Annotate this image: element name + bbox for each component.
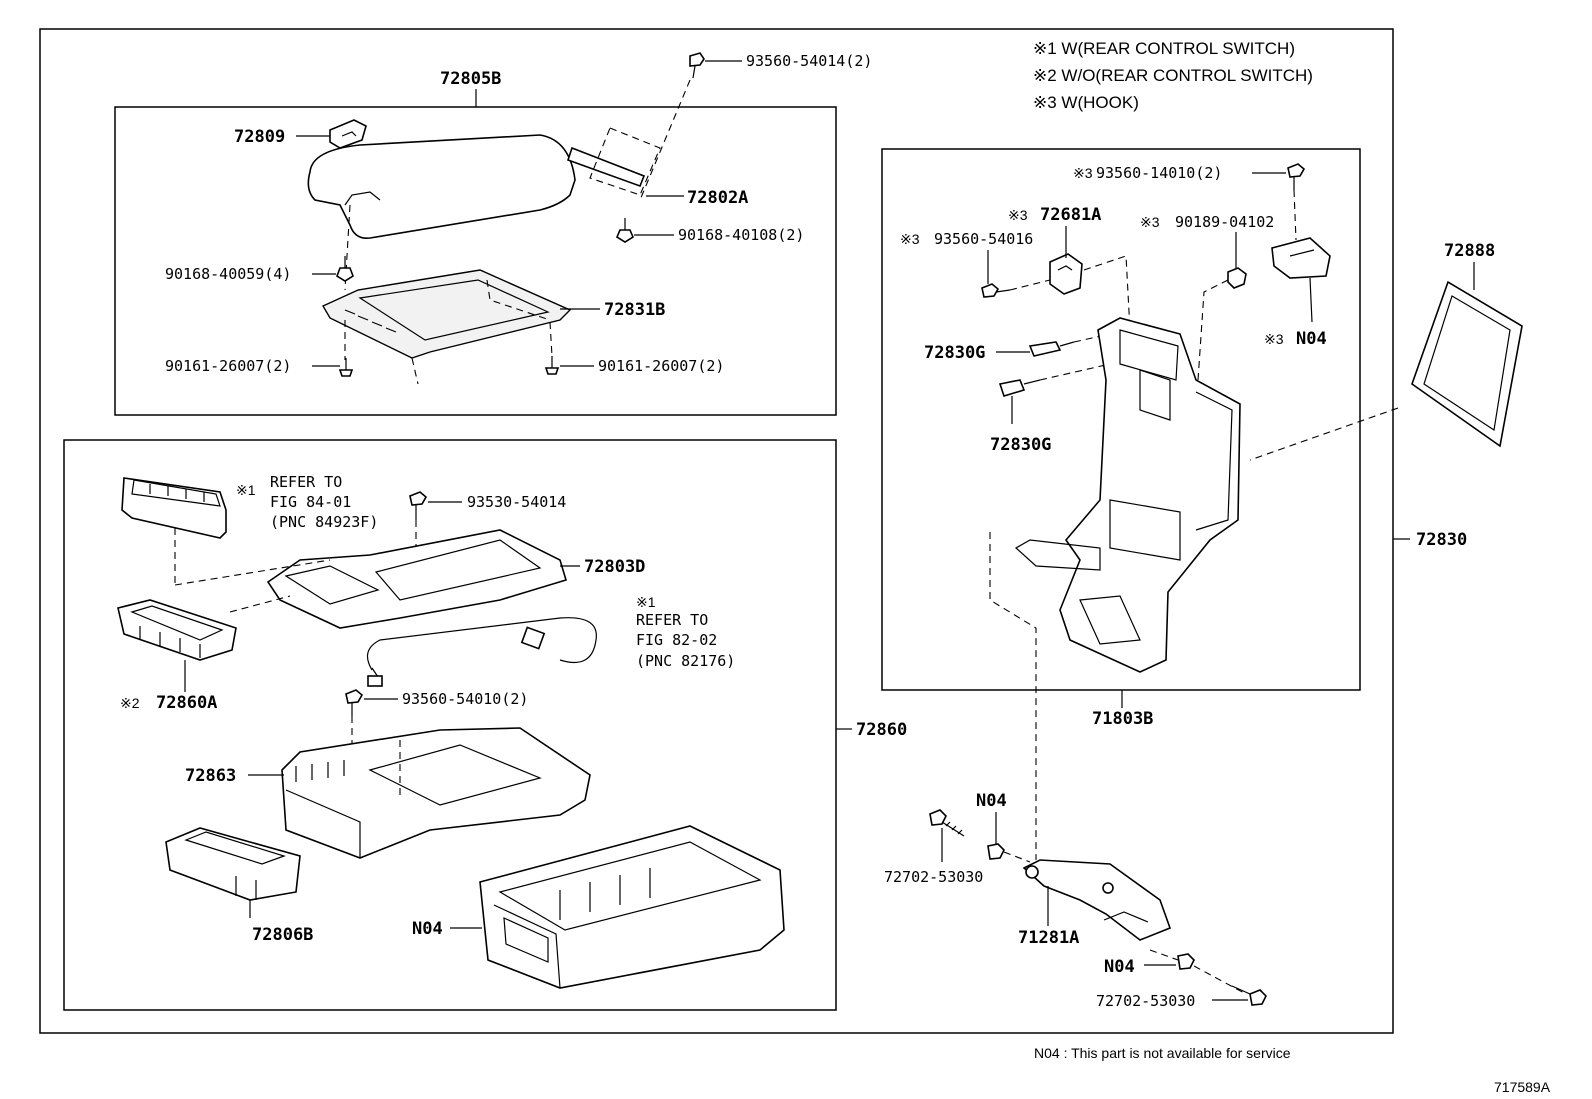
bracket-71281a: [1022, 859, 1179, 961]
ref-1-line3: (PNC 84923F): [270, 513, 378, 531]
mark-90189-04102: ※3: [1140, 214, 1160, 230]
diagram-id: 717589A: [1494, 1079, 1551, 1095]
hinge-72802a: [566, 127, 661, 196]
clip-72809: [329, 119, 367, 149]
part-label-90161-26007-right: 90161-26007(2): [598, 357, 724, 375]
availability-note: N04 : This part is not available for ser…: [1034, 1045, 1291, 1061]
screw-90168-40059: [336, 256, 354, 282]
part-label-72809: 72809: [234, 127, 285, 147]
frame-72888: [1249, 262, 1523, 461]
part-label-90168-40108: 90168-40108(2): [678, 226, 804, 244]
screw-93560-54016: [981, 250, 1051, 298]
ref-1-line1: REFER TO: [270, 473, 342, 491]
part-label-72830: 72830: [1416, 530, 1467, 550]
part-label-n04-lower: N04: [1104, 957, 1135, 977]
part-label-72863: 72863: [185, 766, 236, 786]
part-label-72805b: 72805B: [440, 69, 501, 89]
base-assembly-71803b-box: [881, 148, 1361, 691]
part-label-72803d: 72803D: [584, 557, 645, 577]
part-label-71281a: 71281A: [1018, 928, 1079, 948]
part-label-72802a: 72802A: [687, 188, 748, 208]
part-label-90189-04102: 90189-04102: [1175, 213, 1274, 231]
part-label-72860a: 72860A: [156, 693, 217, 713]
inner-plate-72831b: [322, 269, 572, 385]
part-label-71803b: 71803B: [1092, 709, 1153, 729]
ref-1-line2: FIG 84-01: [270, 493, 351, 511]
screw-90161-26007-left: [338, 358, 354, 377]
pin-72830g-bottom: [998, 363, 1111, 424]
part-label-90168-40059: 90168-40059(4): [165, 265, 291, 283]
mark-72681a: ※3: [1008, 207, 1028, 223]
part-label-72831b: 72831B: [604, 300, 665, 320]
note-1: ※1 W(REAR CONTROL SWITCH): [1033, 39, 1295, 58]
box-assembly-72860-box: [63, 439, 837, 1011]
part-label-n04-hook: N04: [1296, 329, 1327, 349]
ref-2-line1: REFER TO: [636, 611, 708, 629]
part-label-72830g-top: 72830G: [924, 343, 985, 363]
hook-bracket-n04: [1271, 237, 1331, 323]
part-label-72888: 72888: [1444, 241, 1495, 261]
nut-n04-lower: [1177, 953, 1247, 995]
part-label-72806b: 72806B: [252, 925, 313, 945]
part-label-93530-54014: 93530-54014: [467, 493, 566, 511]
upper-panel-72803d: [174, 529, 567, 629]
bolt-72702-53030-left: [929, 809, 965, 862]
nut-n04-upper: [987, 812, 1031, 863]
part-label-93560-54014: 93560-54014(2): [746, 52, 872, 70]
part-label-72681a: 72681A: [1040, 205, 1101, 225]
part-label-93560-14010: 93560-14010(2): [1096, 164, 1222, 182]
tray-n04: [479, 825, 785, 989]
ref-2-line3: (PNC 82176): [636, 652, 735, 670]
mark-n04-hook: ※3: [1264, 331, 1284, 347]
console-lid: [307, 134, 576, 291]
bolt-72702-53030-right: [1231, 985, 1267, 1006]
note-2: ※2 W/O(REAR CONTROL SWITCH): [1033, 66, 1313, 85]
screw-93560-14010: [1287, 163, 1306, 241]
clip-90189-04102: [1197, 232, 1247, 381]
part-label-93560-54016: 93560-54016: [934, 230, 1033, 248]
screw-90168-40108: [615, 218, 635, 243]
ref-2-mark: ※1: [636, 594, 656, 610]
ref-2-line2: FIG 82-02: [636, 631, 717, 649]
screw-90161-26007-right: [544, 356, 560, 375]
bezel-72860a: [117, 599, 237, 692]
pin-72830g-top: [1028, 333, 1111, 357]
note-3: ※3 W(HOOK): [1033, 93, 1139, 112]
cup-holder-72806b: [165, 827, 301, 918]
housing-72863: [281, 727, 591, 859]
mark-72860a: ※2: [120, 695, 140, 711]
outer-frame: [39, 28, 1394, 1034]
part-label-72830g-bottom: 72830G: [990, 435, 1051, 455]
screw-93560-54010: [345, 689, 364, 770]
rear-control-switch: [121, 477, 227, 585]
mark-93560-14010: ※3: [1073, 165, 1093, 181]
hook-72681a: [1049, 226, 1131, 331]
mark-93560-54016: ※3: [900, 231, 920, 247]
ref-1-mark: ※1: [236, 482, 256, 498]
part-label-72702-53030-left: 72702-53030: [884, 868, 983, 886]
screw-93560-54014: [689, 52, 705, 79]
part-label-72860: 72860: [856, 720, 907, 740]
base-body-71803b: [989, 317, 1241, 860]
part-label-93560-54010: 93560-54010(2): [402, 690, 528, 708]
wire-harness: [366, 617, 597, 687]
part-label-n04-upper: N04: [976, 791, 1007, 811]
part-label-n04-tray: N04: [412, 919, 443, 939]
part-label-72702-53030-right: 72702-53030: [1096, 992, 1195, 1010]
part-label-90161-26007-left: 90161-26007(2): [165, 357, 291, 375]
